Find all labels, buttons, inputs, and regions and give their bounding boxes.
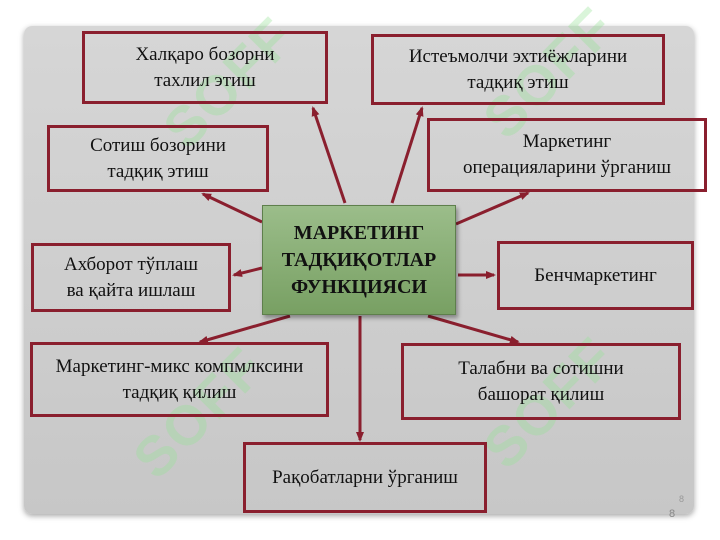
node-information-processing: Ахборот тўплаш ва қайта ишлаш (31, 243, 231, 312)
node-sales-market: Сотиш бозорини тадқиқ этиш (47, 125, 269, 192)
page-number-small: 8 (679, 494, 685, 504)
page-number: 8 (669, 508, 676, 520)
node-marketing-mix: Маркетинг-микс компмлксини тадқиқ қилиш (30, 342, 329, 417)
node-competitors: Рақобатларни ўрганиш (243, 442, 487, 513)
arrow-to-n4 (455, 191, 530, 226)
arrow-to-n2 (390, 106, 424, 204)
node-international-market: Халқаро бозорни тахлил этиш (82, 31, 328, 104)
node-demand-forecast: Талабни ва сотишни башорат қилиш (401, 343, 681, 420)
arrow-to-n1 (311, 106, 347, 204)
arrow-to-n5 (232, 266, 263, 277)
node-consumer-needs: Истеъмолчи эхтиёжларини тадқиқ этиш (371, 34, 665, 105)
node-benchmarketing: Бенчмаркетинг (497, 241, 694, 310)
arrow-to-n8 (427, 314, 520, 344)
center-node-marketing-research: МАРКЕТИНГ ТАДҚИҚОТЛАР ФУНКЦИЯСИ (262, 205, 456, 315)
arrow-to-n3 (201, 192, 263, 224)
arrow-to-n7 (198, 314, 291, 344)
node-marketing-operations: Маркетинг операцияларини ўрганиш (427, 118, 707, 192)
